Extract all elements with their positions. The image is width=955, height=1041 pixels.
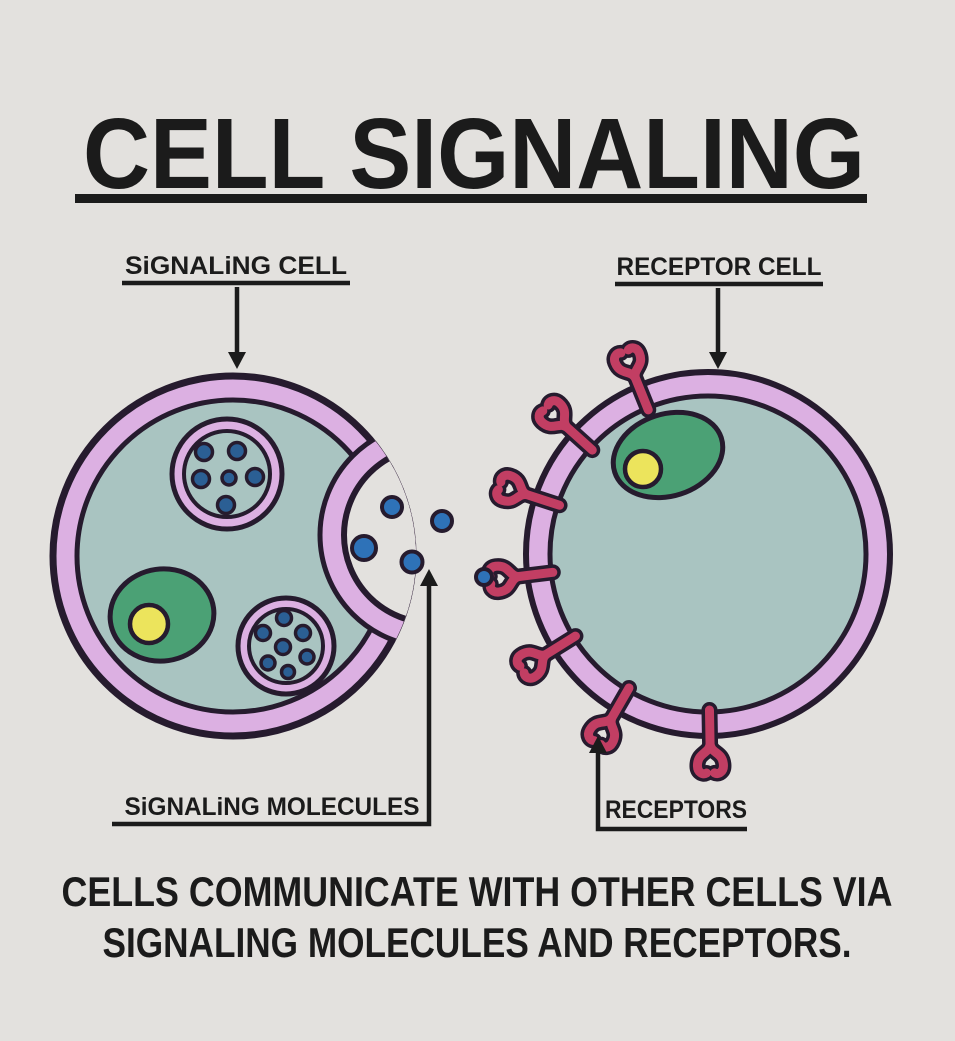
signaling-molecules-label: SiGNALiNG MOLECULES	[125, 793, 420, 821]
vesicle-dot	[220, 469, 238, 487]
bound-signaling-molecule-dot	[474, 567, 494, 587]
signaling-molecules-arrowhead-icon	[420, 569, 438, 586]
vesicle-dot	[259, 654, 277, 672]
caption-line-1: CELLS COMMUNICATE WITH OTHER CELLS VIA	[62, 868, 893, 915]
vesicle-dot	[244, 466, 266, 488]
vesicle-dot	[274, 608, 294, 628]
vesicle-dot	[273, 637, 293, 657]
vesicle-dot	[279, 663, 297, 681]
vesicle-dot	[190, 468, 212, 490]
secretory-vesicle-bottom	[235, 595, 337, 697]
signaling-cell-label: SiGNALiNG CELL	[125, 252, 347, 280]
nucleolus	[622, 448, 664, 490]
nucleolus	[127, 602, 171, 646]
secretory-vesicle-top	[169, 416, 285, 532]
vesicle-dot	[215, 494, 237, 516]
signaling-molecules-pointer-line	[112, 584, 432, 827]
receptors-arrowhead-icon	[589, 736, 607, 753]
signaling-molecule-dot	[399, 549, 425, 575]
receptor-cell-label: RECEPTOR CELL	[617, 253, 822, 281]
signaling-cell-arrowhead-icon	[228, 352, 246, 369]
signaling-molecule-dot	[380, 495, 404, 519]
vesicle-dot	[193, 441, 215, 463]
signaling-molecule-dot	[350, 534, 378, 562]
receptors-label: RECEPTORS	[605, 796, 747, 824]
receptor-cell	[488, 346, 893, 774]
signaling-molecules	[350, 495, 494, 587]
signaling-molecule-dot	[430, 509, 454, 533]
receptors-pointer-line	[595, 750, 747, 832]
receptor-cell-arrowhead-icon	[709, 352, 727, 369]
caption-line-2: SIGNALING MOLECULES AND RECEPTORS.	[103, 919, 852, 966]
vesicle-dot	[293, 623, 313, 643]
title-underline	[75, 194, 867, 203]
page-title: CELL SIGNALING	[83, 98, 865, 210]
vesicle-dot	[226, 440, 248, 462]
cell-mouth	[317, 420, 416, 650]
vesicle-dot	[253, 623, 273, 643]
vesicle-dot	[298, 648, 316, 666]
mouth-opening	[341, 444, 416, 626]
